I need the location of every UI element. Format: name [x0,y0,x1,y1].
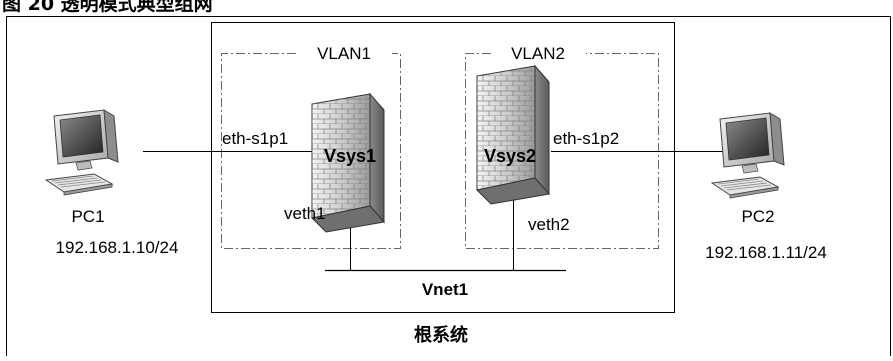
vsys2-label: Vsys2 [484,146,536,166]
vlan1-box [221,53,401,249]
vlan2-box [465,53,659,249]
vsys1-label: Vsys1 [324,146,376,166]
vsys1-physical-port-label: eth-s1p1 [222,129,288,148]
desktop-computer-icon [45,109,119,196]
pc1-ip: 192.168.1.10/24 [56,238,179,257]
desktop-computer-icon [711,112,785,199]
vsys2-virtual-port-label: veth2 [528,215,570,234]
root-system-label: 根系统 [414,324,468,346]
root-system-box [211,22,675,313]
pc2-name: PC2 [741,207,774,226]
vsys1-virtual-port-label: veth1 [284,204,326,223]
firewall-brick-icon [476,65,550,205]
vsys2-physical-port-label: eth-s1p2 [553,129,619,148]
pc2-ip: 192.168.1.11/24 [705,243,827,262]
vlan2-label: VLAN2 [511,44,565,63]
figure-caption: 图 20 透明模式典型组网 [2,0,213,15]
pc1-name: PC1 [71,207,104,226]
vlan1-label: VLAN1 [317,44,371,63]
vnet1-label: Vnet1 [422,280,468,299]
